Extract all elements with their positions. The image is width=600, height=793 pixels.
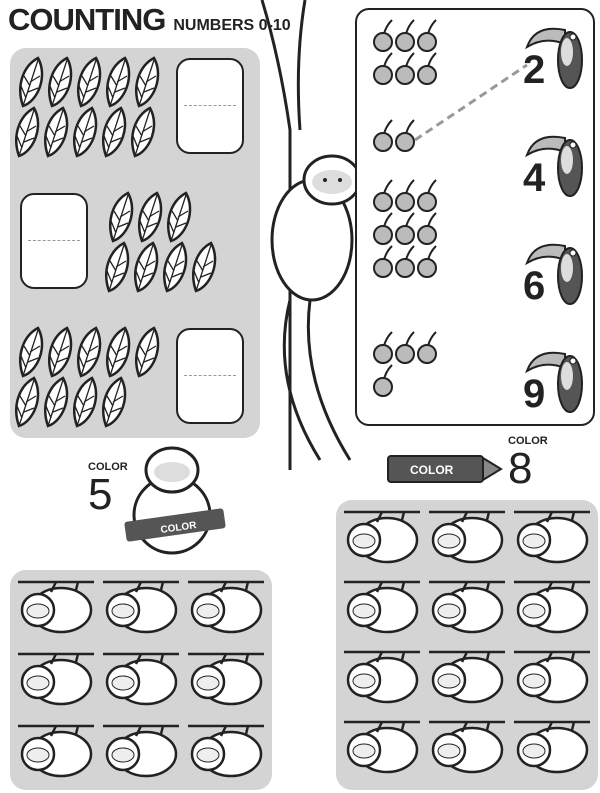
leaf-icon: [192, 241, 217, 293]
sloth-to-color[interactable]: [16, 576, 96, 638]
toucan-number: 4: [523, 156, 546, 200]
crayon-label: COLOR: [410, 463, 454, 477]
cherry-icon: [373, 19, 393, 52]
leaf-icon: [138, 191, 163, 243]
leaf-icon: [167, 191, 192, 243]
page-title: COUNTING: [8, 2, 166, 37]
leaf-icon: [73, 106, 98, 158]
cherry-icon: [417, 52, 437, 85]
leaf-icon: [15, 106, 40, 158]
cherry-icon: [373, 52, 393, 85]
toucan-icon: [525, 135, 583, 197]
page-header: COUNTING NUMBERS 0-10: [8, 4, 291, 35]
cherry-icon: [395, 331, 415, 364]
answer-box-1[interactable]: [176, 58, 244, 154]
sloth-to-color[interactable]: [427, 576, 507, 638]
answer-box-2[interactable]: [20, 193, 88, 289]
crayon-label: COLOR: [160, 520, 198, 536]
color-5-block: COLOR 5: [88, 462, 128, 517]
sloth-to-color[interactable]: [101, 576, 181, 638]
page-subtitle: NUMBERS 0-10: [173, 17, 291, 34]
toucan-icon: [525, 243, 583, 305]
color-8-block: COLOR 8: [508, 436, 548, 491]
color-5-label: COLOR: [88, 461, 128, 473]
leaf-icon: [102, 376, 127, 428]
leaf-icon: [102, 106, 127, 158]
cherry-icon: [417, 19, 437, 52]
leaf-counting-panel: [10, 48, 260, 438]
leaf-icon: [19, 56, 44, 108]
toucan-number: 6: [523, 264, 546, 308]
cherry-icon: [417, 212, 437, 245]
leaf-icon: [77, 326, 102, 378]
cherry-icon: [373, 179, 393, 212]
leaf-icon: [77, 56, 102, 108]
color-5-number: 5: [88, 470, 113, 519]
toucan-number: 2: [523, 48, 546, 92]
sloth-to-color[interactable]: [186, 576, 266, 638]
sloth-to-color[interactable]: [427, 716, 507, 778]
toucan-icon: [525, 27, 583, 89]
cherry-matching-panel: 2 4 6 9: [355, 8, 595, 426]
sloth-to-color[interactable]: [342, 576, 422, 638]
sloth-to-color[interactable]: [427, 646, 507, 708]
vine-sloth-illustration: [260, 0, 362, 470]
leaf-icon: [44, 376, 69, 428]
leaf-icon: [106, 326, 131, 378]
match-dashed-line: [414, 63, 528, 142]
cherry-icon: [395, 245, 415, 278]
leaf-icon: [106, 56, 131, 108]
sloth-to-color[interactable]: [16, 648, 96, 710]
cherry-icon: [395, 19, 415, 52]
leaf-icon: [135, 56, 160, 108]
cherry-icon: [417, 331, 437, 364]
leaf-icon: [15, 376, 40, 428]
answer-box-3[interactable]: [176, 328, 244, 424]
sloth-to-color[interactable]: [512, 646, 592, 708]
sloth-to-color[interactable]: [186, 720, 266, 782]
cherry-icon: [395, 179, 415, 212]
cherry-icon: [373, 245, 393, 278]
leaf-icon: [73, 376, 98, 428]
sloth-to-color[interactable]: [512, 506, 592, 568]
sloth-panel-5: [10, 570, 272, 790]
leaf-icon: [163, 241, 188, 293]
sloth-to-color[interactable]: [342, 646, 422, 708]
sloth-to-color[interactable]: [512, 576, 592, 638]
sloth-to-color[interactable]: [342, 506, 422, 568]
leaf-icon: [19, 326, 44, 378]
leaf-icon: [135, 326, 160, 378]
cherry-icon: [417, 179, 437, 212]
leaf-icon: [105, 241, 130, 293]
cherry-icon: [373, 364, 393, 397]
cherry-icon: [373, 119, 393, 152]
cherry-icon: [417, 245, 437, 278]
sloth-to-color[interactable]: [342, 716, 422, 778]
sloth-panel-8: [336, 500, 598, 790]
sloth-to-color[interactable]: [101, 720, 181, 782]
sloth-to-color[interactable]: [16, 720, 96, 782]
leaf-icon: [48, 326, 73, 378]
crayon-icon: COLOR: [387, 455, 503, 483]
cherry-icon: [395, 119, 415, 152]
sloth-to-color[interactable]: [427, 506, 507, 568]
leaf-icon: [131, 106, 156, 158]
sloth-to-color[interactable]: [186, 648, 266, 710]
cherry-icon: [373, 331, 393, 364]
sloth-to-color[interactable]: [101, 648, 181, 710]
sloth-to-color[interactable]: [512, 716, 592, 778]
toucan-icon: [525, 351, 583, 413]
leaf-icon: [109, 191, 134, 243]
leaf-icon: [48, 56, 73, 108]
color-8-number: 8: [508, 444, 533, 493]
leaf-icon: [134, 241, 159, 293]
cherry-icon: [395, 212, 415, 245]
leaf-icon: [44, 106, 69, 158]
cherry-icon: [395, 52, 415, 85]
color-8-label: COLOR: [508, 435, 548, 447]
sloth-with-crayon-illustration: COLOR: [124, 446, 226, 555]
toucan-number: 9: [523, 372, 546, 416]
cherry-icon: [373, 212, 393, 245]
